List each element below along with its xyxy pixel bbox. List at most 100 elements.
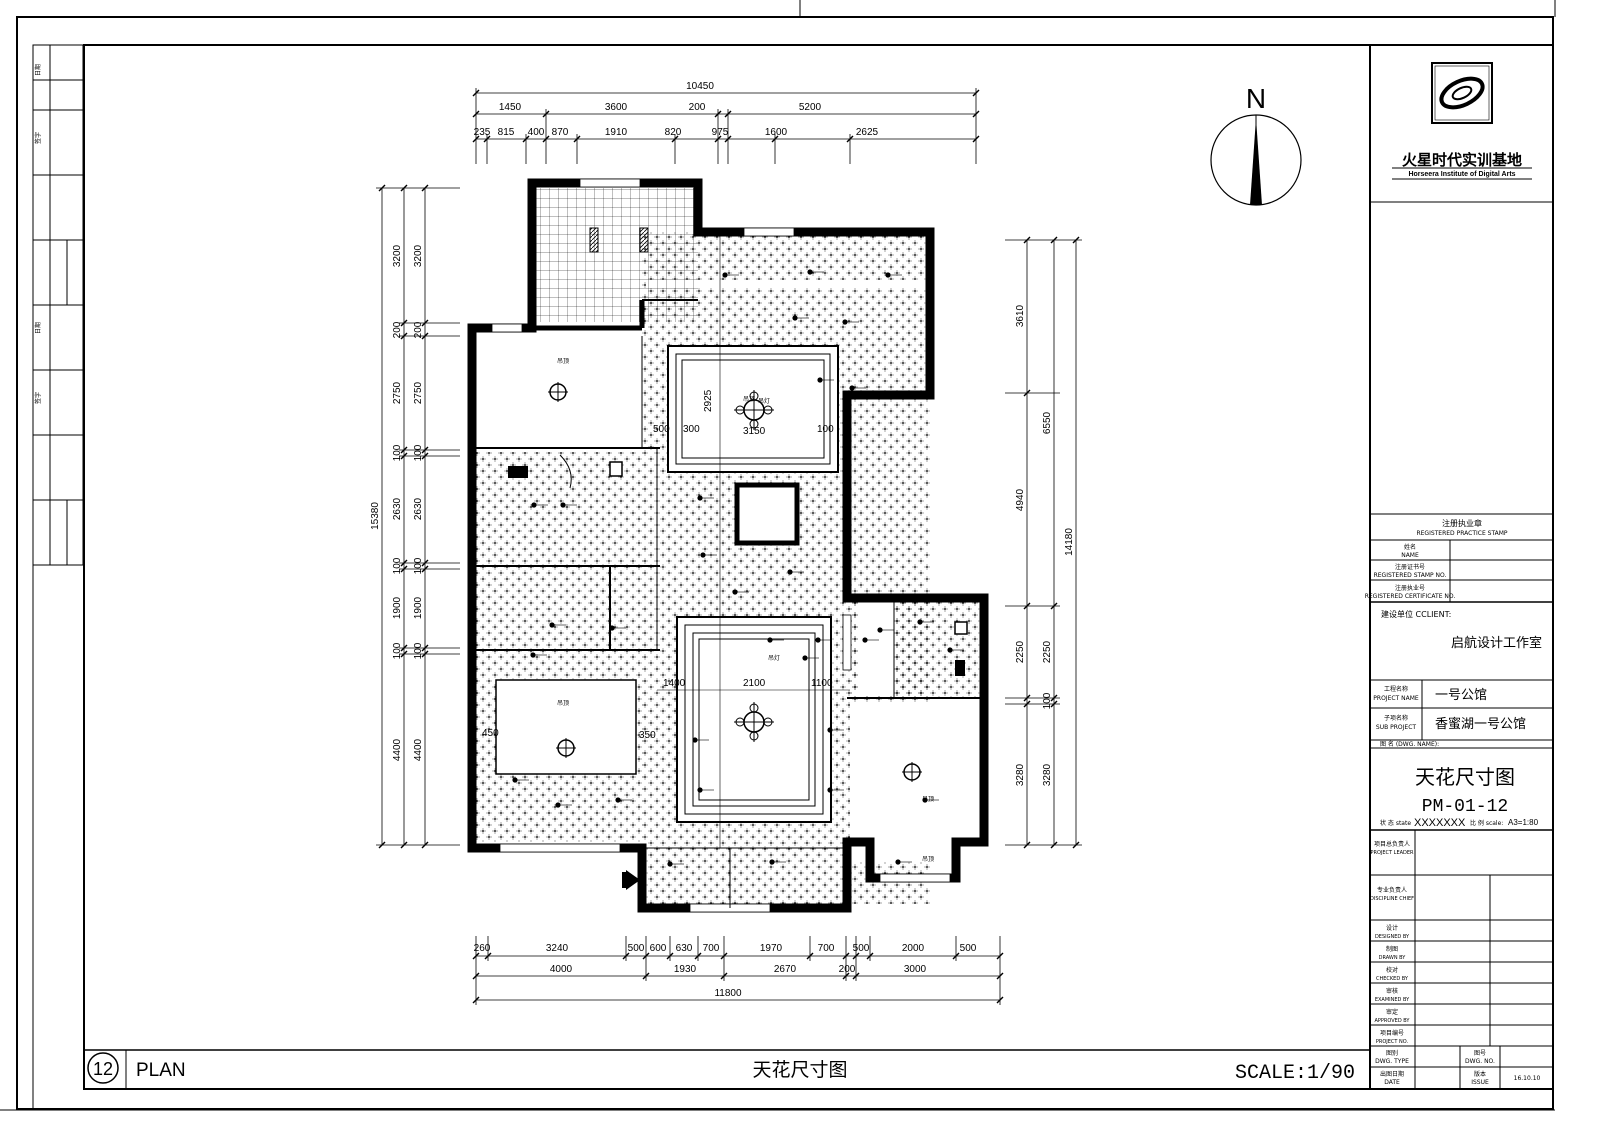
dimension-tick (421, 332, 429, 340)
dim-bottom-mid-1: 4000 (550, 964, 573, 975)
dim-top-detail-6: 820 (665, 127, 682, 138)
sign-row-label-en: PROJECT LEADER (1370, 850, 1414, 856)
dimension-tick (996, 996, 1004, 1004)
dimension-tick (472, 996, 480, 1004)
dimension-tick (378, 184, 386, 192)
dim-left-3: 2750 (392, 381, 403, 404)
dwg-no-label-en: DWG. NO. (1465, 1058, 1495, 1065)
dim-bottom-detail-6: 700 (703, 943, 720, 954)
logo-english: Horseera Institute of Digital Arts (1408, 171, 1515, 178)
sign-row-label-en: DRAWN BY (1379, 955, 1407, 961)
dim-top-detail-8: 1600 (765, 127, 788, 138)
side-strip-label-2: 签字 (34, 132, 42, 144)
dimension-tick (421, 559, 429, 567)
stamp-cert: 注册执业号 (1395, 584, 1425, 592)
dim-bottom-detail-11: 500 (960, 943, 977, 954)
dim-right-4: 100 (1042, 692, 1053, 709)
issue-label: 版本 (1474, 1070, 1486, 1078)
floor-plan: 吊顶 吊灯 吊顶 吊灯 吊顶 吊顶 吊顶 2925 3150 2100 1400… (467, 178, 989, 913)
dimension-tick (972, 135, 980, 143)
dim-bottom-mid-4: 200 (839, 964, 856, 975)
dim-left-5b: 2630 (413, 497, 424, 520)
dim-right-3b: 2250 (1042, 640, 1053, 663)
dim-bottom-mid-3: 2670 (774, 964, 797, 975)
sign-row-label-en: DISCIPLINE CHIEF (1370, 896, 1414, 902)
dimension-tick (542, 135, 550, 143)
stamp-title-en: REGISTERED PRACTICE STAMP (1416, 530, 1507, 537)
dwg-name-label: 图 名 (DWG. NAME): (1380, 740, 1439, 748)
dimension-tick (421, 446, 429, 454)
dim-top-detail-3: 400 (528, 127, 545, 138)
label-chandelier: 吊灯 (758, 397, 770, 405)
dim-left-total: 15380 (370, 502, 381, 530)
dimension-tick (1023, 602, 1031, 610)
dimension-tick (483, 135, 491, 143)
dimension-tick (642, 972, 650, 980)
dimension-tick (472, 135, 480, 143)
dimension-tick (484, 952, 492, 960)
sign-row-label: 设计 (1386, 924, 1398, 932)
stamp-title: 注册执业章 (1442, 518, 1482, 528)
dimension-tick (694, 952, 702, 960)
dimension-tick (400, 559, 408, 567)
inner-dim-350: 350 (639, 730, 656, 741)
dwg-type-label-en: DWG. TYPE (1375, 1058, 1409, 1065)
left-revision-strip (32, 44, 84, 1110)
drawing-title: 天花尺寸图 (1415, 765, 1515, 789)
logo-text: 火星时代实训基地 (1402, 151, 1522, 169)
dim-left-4: 100 (392, 444, 403, 461)
inner-dim-1100: 1100 (811, 678, 833, 689)
sign-row-label: 校对 (1386, 966, 1398, 974)
side-strip-label-4: 签字 (34, 392, 42, 404)
dim-right-3: 2250 (1015, 640, 1026, 663)
dimension-tick (573, 135, 581, 143)
inner-dim-2925: 2925 (703, 389, 714, 412)
side-strip-label-3: 日期 (34, 322, 42, 334)
stamp-cert-en: REGISTERED CERTIFICATE NO. (1365, 593, 1456, 600)
dim-left-1: 3200 (392, 244, 403, 267)
dim-top-mid-1: 1450 (499, 102, 522, 113)
dimension-tick (400, 841, 408, 849)
dimension-tick (421, 644, 429, 652)
state-label: 状 态 state (1380, 819, 1411, 827)
dimension-ticks (378, 89, 1080, 1004)
sign-row-label: 制图 (1386, 945, 1398, 953)
dimension-tick (1050, 841, 1058, 849)
dimension-tick (542, 110, 550, 118)
dimension-tick (400, 332, 408, 340)
dim-bottom-detail-3: 500 (628, 943, 645, 954)
date-label: 出图日期 (1380, 1070, 1404, 1078)
dimension-tick (522, 135, 530, 143)
label-ceiling-4: 吊顶 (922, 856, 934, 863)
subproject-label-en: SUB PROJECT (1376, 724, 1416, 731)
inner-dim-3150: 3150 (743, 426, 766, 437)
dimension-tick (472, 89, 480, 97)
client-label: 建设单位 CCLIENT: (1381, 609, 1451, 619)
dim-left-1b: 3200 (413, 244, 424, 267)
dimension-tick (972, 110, 980, 118)
dim-bottom-detail-5: 630 (676, 943, 693, 954)
dimension-tick (846, 135, 854, 143)
dimension-tick (1023, 841, 1031, 849)
dining-ceiling (495, 679, 637, 775)
dimension-tick (666, 952, 674, 960)
inner-dim-500: 500 (653, 424, 670, 435)
dim-top-detail-1: 235 (474, 127, 491, 138)
dimension-tick (622, 952, 630, 960)
dim-right-5: 3280 (1015, 763, 1026, 786)
sign-row-label-en: DESIGNED BY (1375, 934, 1410, 940)
dimension-tick (400, 644, 408, 652)
dim-bottom-detail-1: 260 (474, 943, 491, 954)
dim-left-2b: 200 (413, 321, 424, 338)
dimension-tick (996, 952, 1004, 960)
dim-left-7: 1900 (392, 596, 403, 619)
side-strip-label-1: 日期 (34, 64, 42, 76)
plan-number: 12 (93, 1059, 113, 1079)
scale-label: 比 例 scale: (1470, 819, 1503, 827)
client-value: 启航设计工作室 (1451, 635, 1542, 651)
dim-left-3b: 2750 (413, 381, 424, 404)
dimension-tick (378, 841, 386, 849)
dim-bottom-total: 11800 (714, 988, 742, 999)
footer-title: 天花尺寸图 (752, 1059, 847, 1081)
dimension-tick (1050, 700, 1058, 708)
